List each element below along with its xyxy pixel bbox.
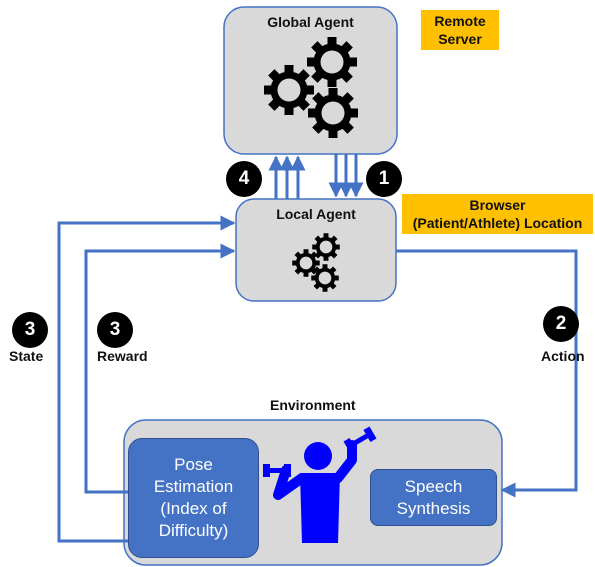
local-agent-title: Local Agent (276, 206, 356, 222)
browser-tag-line1: Browser (469, 197, 526, 213)
step-badge-2: 2 (543, 306, 579, 342)
speech-line1: Speech (404, 476, 463, 496)
remote-server-line2: Server (438, 31, 482, 47)
browser-location-tag: Browser (Patient/Athlete) Location (402, 194, 593, 234)
state-label: State (9, 348, 44, 364)
pose-estimation-box: Pose Estimation (Index of Difficulty) (128, 438, 259, 558)
action-arrow (396, 249, 578, 498)
step-badge-3-reward: 3 (97, 312, 133, 348)
step-badge-4: 4 (226, 161, 262, 197)
environment-label: Environment (270, 397, 356, 413)
person-dumbbell-icon (263, 426, 377, 543)
reward-arrow (84, 243, 236, 494)
remote-server-line1: Remote (434, 13, 486, 29)
speech-line2: Synthesis (396, 498, 471, 518)
global-agent-title: Global Agent (267, 14, 354, 30)
step-badge-3-state: 3 (12, 312, 48, 348)
remote-server-tag: Remote Server (421, 10, 499, 50)
pose-line1: Pose (174, 455, 213, 474)
step-badge-1: 1 (366, 161, 402, 197)
pose-line4: Difficulty) (158, 521, 229, 540)
browser-tag-line2: (Patient/Athlete) Location (412, 215, 583, 231)
download-arrows (328, 154, 364, 198)
reward-label: Reward (97, 348, 148, 364)
upload-arrows (268, 155, 306, 199)
state-arrow (57, 215, 236, 543)
pose-line2: Estimation (153, 477, 234, 496)
pose-line3: (Index of (160, 499, 227, 518)
speech-synthesis-box: Speech Synthesis (370, 469, 497, 526)
action-label: Action (541, 348, 585, 364)
